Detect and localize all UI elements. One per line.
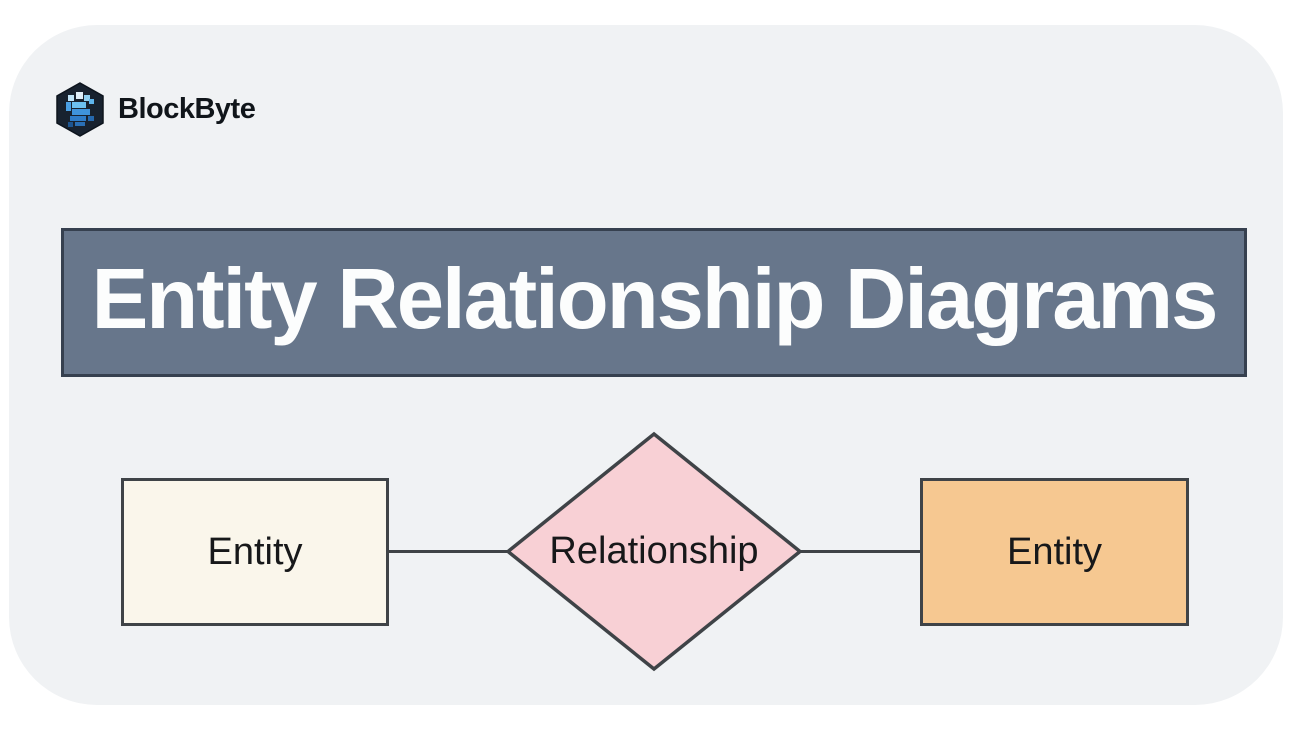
connector-line-left xyxy=(389,550,507,553)
entity-right-label: Entity xyxy=(1006,530,1103,573)
title-banner: Entity Relationship Diagrams xyxy=(61,228,1247,377)
slide-card: BlockByte Entity Relationship Diagrams E… xyxy=(9,25,1283,705)
entity-box-left: Entity xyxy=(121,478,389,626)
relationship-diamond-shape xyxy=(505,431,803,672)
blockbyte-logo-icon xyxy=(56,82,104,137)
entity-left-label: Entity xyxy=(207,530,303,573)
page-title: Entity Relationship Diagrams xyxy=(91,251,1219,347)
brand: BlockByte xyxy=(56,82,256,137)
connector-line-right xyxy=(801,550,920,553)
relationship-diamond: Relationship xyxy=(505,431,803,672)
entity-box-right: Entity xyxy=(920,478,1189,626)
relationship-label: Relationship xyxy=(549,530,759,572)
brand-name: BlockByte xyxy=(118,93,256,125)
